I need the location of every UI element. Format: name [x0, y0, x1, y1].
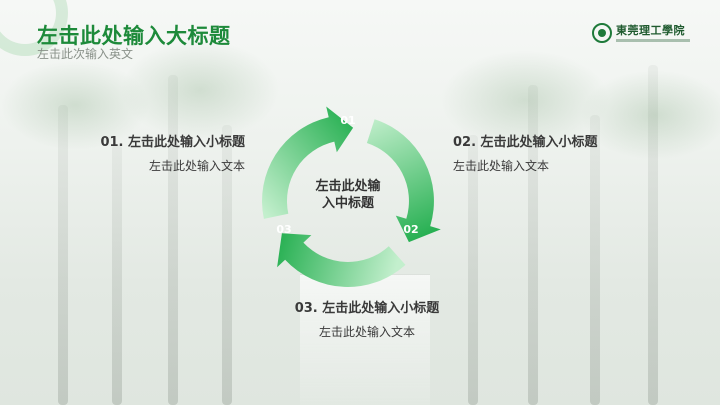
cycle-arrow-segment — [262, 106, 354, 219]
center-title-line: 入中标题 — [321, 196, 374, 211]
step-item-1[interactable]: 01. 左击此处输入小标题 左击此处输入文本 — [100, 131, 245, 174]
palm-trunk — [222, 125, 232, 405]
step-number: 01 — [340, 114, 355, 127]
palm-frond — [120, 40, 280, 140]
step-text: 左击此处输入文本 — [148, 159, 245, 173]
logo-english-line — [616, 38, 690, 42]
palm-trunk — [648, 65, 658, 405]
step-item-3[interactable]: 03. 左击此处输入小标题 左击此处输入文本 — [0, 297, 720, 340]
building — [300, 274, 430, 405]
step-text: 左击此处输入文本 — [453, 159, 550, 173]
palm-trunk — [590, 115, 600, 405]
slide-subtitle[interactable]: 左击此次输入英文 — [37, 47, 134, 61]
palm-frond — [440, 50, 610, 150]
step-title: 01. 左击此处输入小标题 — [100, 135, 245, 150]
palm-frond — [0, 60, 150, 150]
palm-trunk — [468, 135, 478, 405]
cycle-center-title[interactable]: 左击此处输 入中标题 — [288, 178, 408, 212]
cycle-arrow-segment — [277, 233, 406, 287]
step-number: 03 — [276, 223, 291, 236]
slide-title[interactable]: 左击此处输入大标题 — [37, 24, 231, 48]
step-title: 02. 左击此处输入小标题 — [453, 135, 598, 150]
palm-trunk — [58, 105, 68, 405]
cycle-arrow-segment — [366, 119, 441, 243]
step-title: 03. 左击此处输入小标题 — [294, 301, 440, 316]
logo-name: 東莞理工學院 — [616, 23, 685, 37]
palm-trunk — [168, 75, 178, 405]
step-number: 02 — [403, 223, 418, 236]
step-text: 左击此处输入文本 — [318, 325, 415, 339]
palm-trunk — [528, 85, 538, 405]
palm-frond — [580, 70, 720, 160]
step-item-2[interactable]: 02. 左击此处输入小标题 左击此处输入文本 — [453, 131, 598, 174]
palm-trunk — [112, 145, 122, 405]
center-title-line: 左击此处输 — [315, 179, 381, 194]
university-logo: 東莞理工學院 — [592, 20, 692, 46]
logo-seal-icon — [592, 23, 612, 43]
